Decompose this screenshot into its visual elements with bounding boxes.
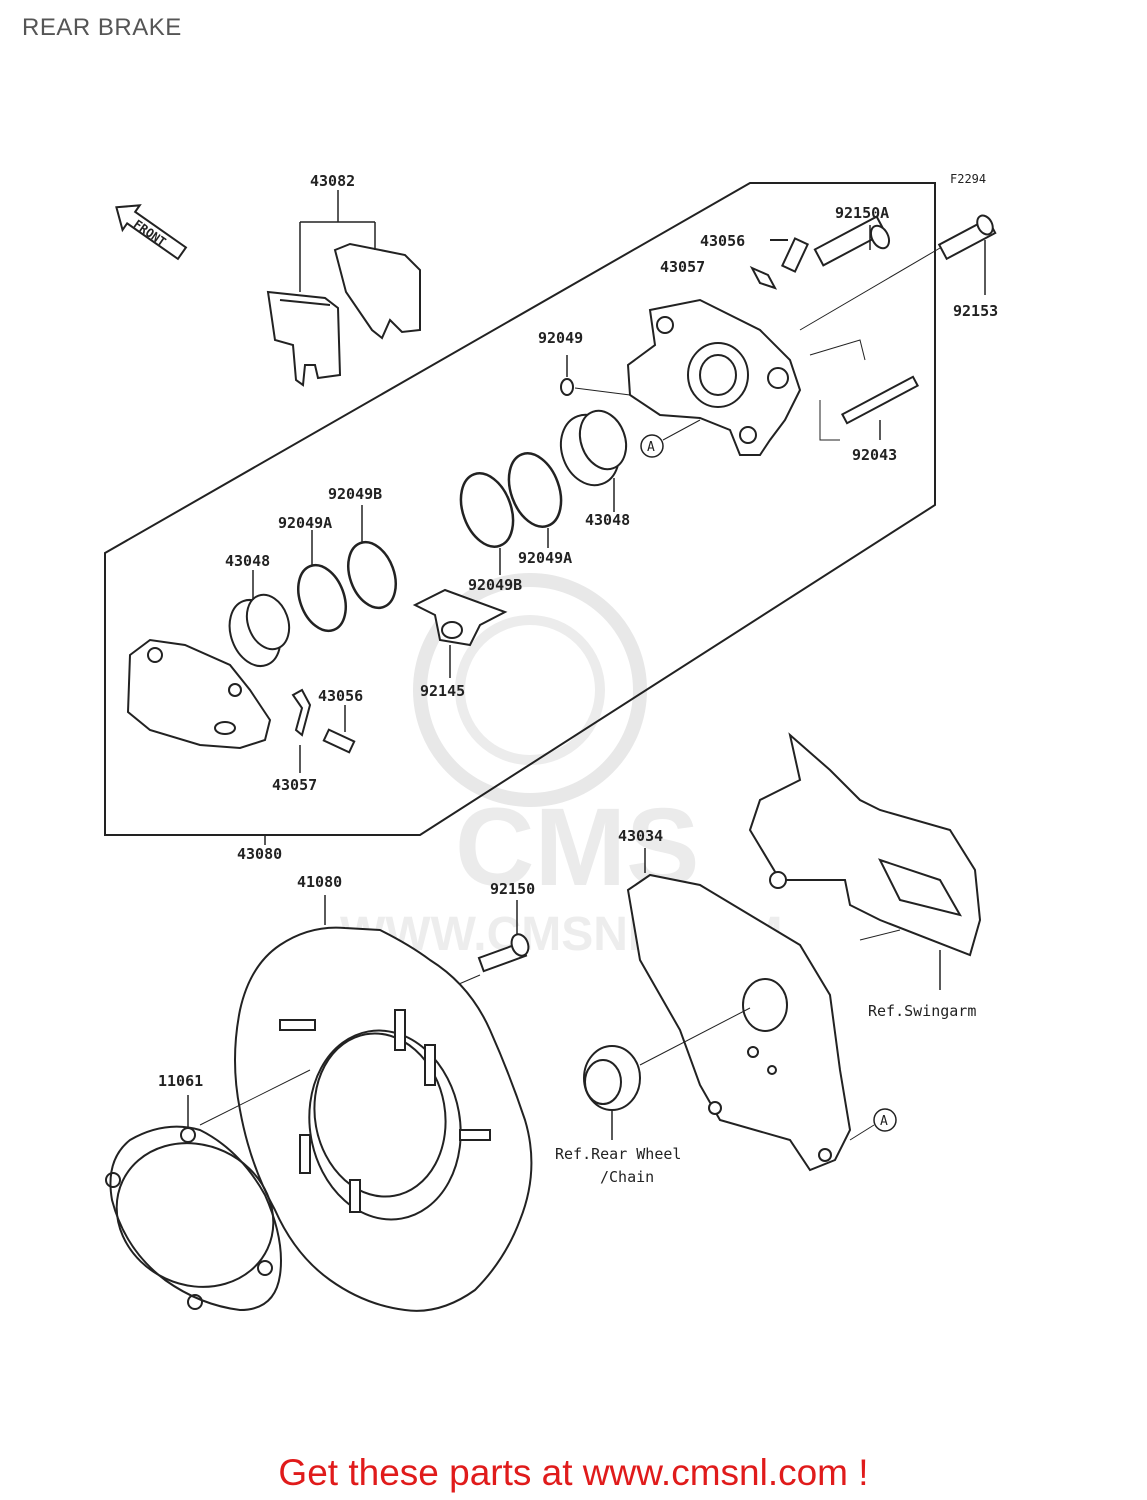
washer-92049 xyxy=(560,378,574,396)
part-number: 92049A xyxy=(518,549,572,567)
callout-a-upper xyxy=(640,434,664,458)
part-number: 92049A xyxy=(278,514,332,532)
ref-swingarm-label: Ref.Swingarm xyxy=(868,1002,976,1020)
rear-brake-exploded-diagram: CMS WWW.CMSNL.COM F2294 FRONT xyxy=(104,172,998,1312)
part-number: 43057 xyxy=(272,776,317,794)
caliper-assembly-outline xyxy=(104,182,936,836)
bleeder-cap-top xyxy=(749,265,778,290)
part-number: 92145 xyxy=(420,682,465,700)
part-number: 41080 xyxy=(297,873,342,891)
caliper-body-right xyxy=(626,298,802,456)
part-number: 92043 xyxy=(852,446,897,464)
part-number: 92150A xyxy=(835,204,889,222)
brake-disc xyxy=(234,926,533,1312)
part-number: 43048 xyxy=(585,511,630,529)
rear-wheel-collar xyxy=(583,1045,641,1111)
bleeder-valve-bottom xyxy=(322,728,356,754)
caliper-body-left xyxy=(126,638,272,750)
pad-spring xyxy=(412,588,508,647)
part-number: 43048 xyxy=(225,552,270,570)
ref-rear-wheel-label: Ref.Rear Wheel xyxy=(555,1145,681,1163)
piston-left xyxy=(228,593,291,667)
callout-a-lower-label: A xyxy=(880,1114,888,1129)
page-title: REAR BRAKE xyxy=(22,14,182,41)
part-number: 43057 xyxy=(660,258,705,276)
part-number: 43080 xyxy=(237,845,282,863)
seal-92049B-left xyxy=(347,540,397,610)
brake-pads xyxy=(266,242,421,387)
figure-id: F2294 xyxy=(950,172,986,186)
bleeder-cap-bottom xyxy=(291,688,312,737)
part-number: 92049 xyxy=(538,329,583,347)
gasket xyxy=(105,1125,282,1312)
bolt-92153 xyxy=(937,214,997,261)
front-arrow-icon: FRONT xyxy=(115,204,188,261)
callout-a-lower xyxy=(873,1108,897,1132)
bolt-92150 xyxy=(477,933,530,973)
bolt-92150A xyxy=(813,215,891,267)
part-number: 92049B xyxy=(328,485,382,503)
swingarm-ref xyxy=(748,732,982,957)
footer-link[interactable]: Get these parts at www.cmsnl.com ! xyxy=(278,1452,869,1493)
seal-92049A-left xyxy=(297,563,347,633)
part-number: 43082 xyxy=(310,172,355,190)
part-number: 11061 xyxy=(158,1072,203,1090)
part-number: 92153 xyxy=(953,302,998,320)
part-number: 43034 xyxy=(618,827,663,845)
part-number: 92150 xyxy=(490,880,535,898)
pin-92043 xyxy=(840,375,920,425)
callout-a-upper-label: A xyxy=(647,440,655,455)
part-number: 92049B xyxy=(468,576,522,594)
piston-right xyxy=(559,409,628,487)
seal-92049A-right xyxy=(507,452,563,528)
bleeder-valve-top xyxy=(770,237,810,273)
ref-chain-label: /Chain xyxy=(600,1168,654,1186)
seal-92049B-right xyxy=(459,472,515,548)
part-number: 43056 xyxy=(318,687,363,705)
caliper-bracket xyxy=(626,873,852,1172)
part-number: 43056 xyxy=(700,232,745,250)
